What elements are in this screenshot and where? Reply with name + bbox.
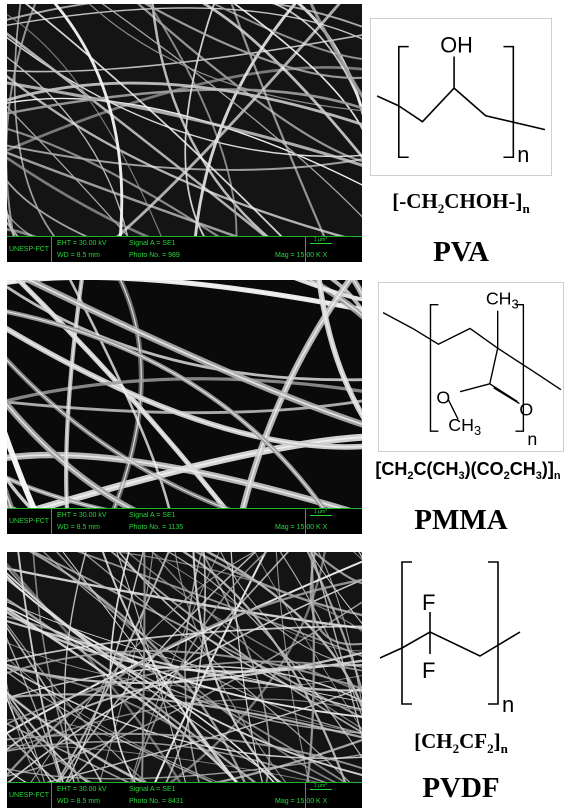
- ester-oxygen-label: O: [436, 388, 450, 408]
- sem-institution: UNESP-FCT: [9, 792, 50, 799]
- sem-scale-label: 1 µm*: [314, 237, 328, 243]
- sem-micrograph-pva: UNESP-FCT EHT = 30.00 kV WD = 8.5 mm Sig…: [7, 4, 362, 262]
- sem-scale-label: 1 µm*: [314, 509, 328, 515]
- sem-scale-label: 1 µm*: [314, 783, 328, 789]
- structure-pva: OH n: [370, 18, 552, 176]
- fluorine-bottom-label: F: [422, 658, 435, 683]
- scale-bar: [310, 789, 332, 790]
- repeat-index-n: n: [517, 142, 529, 167]
- sem-databar-pva: UNESP-FCT EHT = 30.00 kV WD = 8.5 mm Sig…: [7, 236, 362, 262]
- fiber-image-pmma: [7, 280, 362, 534]
- sem-signal: Signal A = SE1: [129, 240, 176, 247]
- sem-mag: Mag = 15.00 K X: [275, 524, 328, 531]
- polymer-name-pva: PVA: [433, 236, 489, 268]
- structure-pvdf: F F n: [376, 556, 556, 718]
- repeat-index-n: n: [527, 429, 537, 449]
- sem-signal: Signal A = SE1: [129, 512, 176, 519]
- sem-signal: Signal A = SE1: [129, 786, 176, 793]
- sem-wd: WD = 8.5 mm: [57, 798, 100, 805]
- sem-mag: Mag = 15.00 K X: [275, 252, 328, 259]
- fluorine-top-label: F: [422, 590, 435, 615]
- sem-wd: WD = 8.5 mm: [57, 252, 100, 259]
- sem-photo: Photo No. = 1135: [129, 524, 184, 531]
- sem-databar-pmma: UNESP-FCT EHT = 30.00 kV WD = 8.5 mm Sig…: [7, 508, 362, 534]
- skeletal-formula-pmma: CH3 O O CH3 n: [382, 289, 562, 449]
- methoxy-label: CH3: [448, 415, 481, 438]
- sem-eht: EHT = 30.00 kV: [57, 786, 107, 793]
- sem-photo: Photo No. = 8431: [129, 798, 184, 805]
- formula-pmma: [CH2C(CH3)(CO2CH3)]n: [375, 459, 561, 482]
- sem-mag: Mag = 15.00 K X: [275, 798, 328, 805]
- sem-micrograph-pvdf: UNESP-FCT EHT = 30.00 kV WD = 8.5 mm Sig…: [7, 552, 362, 808]
- sem-micrograph-pmma: UNESP-FCT EHT = 30.00 kV WD = 8.5 mm Sig…: [7, 280, 362, 534]
- fiber-image-pva: [7, 4, 362, 262]
- formula-pvdf: [CH2CF2]n: [414, 729, 508, 756]
- formula-pva: [-CH2CHOH-]n: [392, 189, 530, 216]
- sem-wd: WD = 8.5 mm: [57, 524, 100, 531]
- sem-institution: UNESP-FCT: [9, 246, 50, 253]
- scale-bar: [310, 515, 332, 516]
- sem-eht: EHT = 30.00 kV: [57, 240, 107, 247]
- sem-photo: Photo No. = 989: [129, 252, 180, 259]
- sem-eht: EHT = 30.00 kV: [57, 512, 107, 519]
- polymer-name-pvdf: PVDF: [422, 772, 500, 804]
- scale-bar: [310, 243, 332, 244]
- methyl-label: CH3: [486, 289, 519, 312]
- carbonyl-oxygen-label: O: [519, 399, 533, 419]
- hydroxyl-label: OH: [440, 33, 473, 58]
- sem-institution: UNESP-FCT: [9, 518, 50, 525]
- structure-pmma: CH3 O O CH3 n: [378, 282, 564, 452]
- sem-databar-pvdf: UNESP-FCT EHT = 30.00 kV WD = 8.5 mm Sig…: [7, 782, 362, 808]
- fiber-image-pvdf: [7, 552, 362, 808]
- skeletal-formula-pva: OH n: [376, 33, 546, 167]
- polymer-name-pmma: PMMA: [414, 504, 508, 536]
- skeletal-formula-pvdf: F F n: [379, 561, 521, 717]
- repeat-index-n: n: [502, 692, 514, 717]
